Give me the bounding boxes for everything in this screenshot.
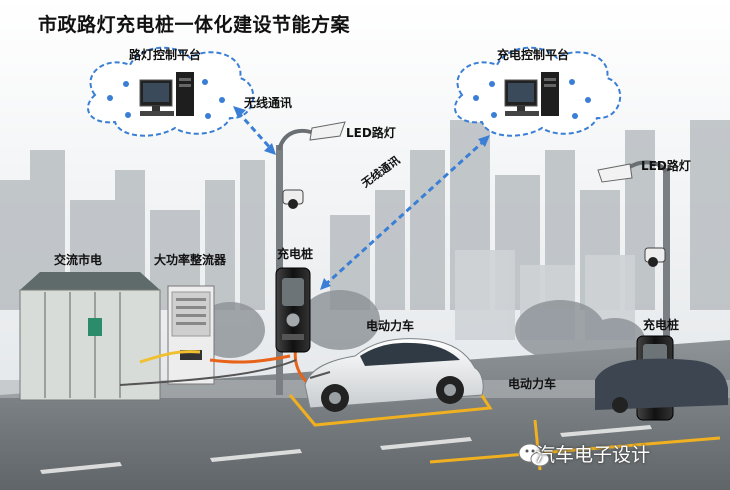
label-ev-car: 电动力车 [366,319,415,333]
camera-icon [282,189,304,209]
diagram-title: 市政路灯充电桩一体化建设节能方案 [38,14,351,36]
electric-car [304,338,484,412]
computer-icon [504,72,559,116]
wechat-icon [518,443,550,467]
watermark-text: 汽车电子设计 [536,444,651,466]
camera-icon [644,247,666,267]
label-rectifier: 大功率整流器 [154,253,227,267]
cloud-charging-platform [453,46,622,137]
label-led-light-left: LED路灯 [346,126,396,140]
substation-cabinet [19,272,161,401]
label-charging-platform: 充电控制平台 [497,48,570,62]
label-wireless-left: 无线通讯 [244,96,293,110]
background-car [595,358,728,413]
label-charger-right: 充电桩 [643,318,680,332]
streetlight-pole-right [597,160,670,408]
label-streetlight-platform: 路灯控制平台 [129,48,202,62]
computer-icon [139,72,194,116]
label-ev-parking: 电动力车 [508,377,557,391]
cloud-streetlight-platform [86,46,255,137]
rectifier-cabinet [167,285,215,385]
label-charger-left: 充电桩 [277,247,314,261]
charging-pile-left [275,267,311,353]
label-ac-mains: 交流市电 [54,253,103,267]
label-led-light-right: LED路灯 [641,159,691,173]
wireless-link-lines [236,110,487,287]
